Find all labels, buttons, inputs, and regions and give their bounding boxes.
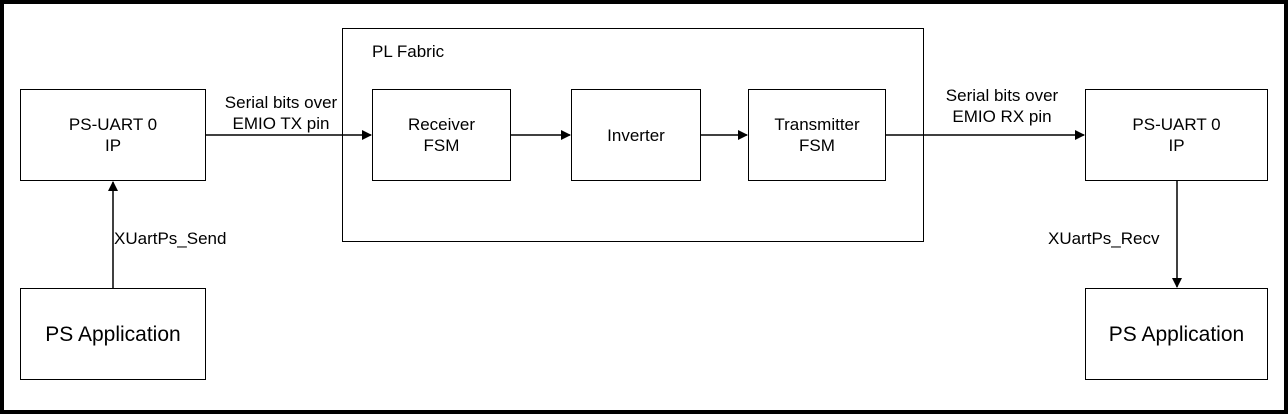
- left-ps-application-label: PS Application: [45, 322, 181, 346]
- transmitter-fsm-block: Transmitter FSM: [748, 89, 886, 181]
- tx-label-line2: EMIO TX pin: [232, 114, 330, 133]
- rx-label-line2: EMIO RX pin: [952, 107, 1052, 126]
- left-uart-block: PS-UART 0 IP: [20, 89, 206, 181]
- left-uart-line1: PS-UART 0: [68, 115, 158, 134]
- right-ps-application-block: PS Application: [1085, 288, 1268, 380]
- transmitter-line1: Transmitter: [774, 115, 860, 134]
- pl-fabric-title: PL Fabric: [372, 42, 445, 61]
- rx-label-line1: Serial bits over: [945, 86, 1059, 105]
- receiver-fsm-block: Receiver FSM: [372, 89, 511, 181]
- recv-call-label: XUartPs_Recv: [1048, 229, 1160, 248]
- transmitter-line2: FSM: [799, 136, 835, 155]
- receiver-line2: FSM: [423, 136, 460, 155]
- right-ps-application-label: PS Application: [1108, 322, 1245, 346]
- send-call-label: XUartPs_Send: [114, 229, 227, 248]
- receiver-line1: Receiver: [407, 115, 476, 134]
- right-uart-line2: IP: [1168, 136, 1185, 155]
- left-uart-line2: IP: [104, 136, 122, 155]
- right-uart-line1: PS-UART 0: [1132, 115, 1221, 134]
- right-uart-block: PS-UART 0 IP: [1085, 89, 1268, 181]
- rx-edge-label: Serial bits over EMIO RX pin: [935, 85, 1069, 127]
- tx-edge-label: Serial bits over EMIO TX pin: [214, 92, 348, 134]
- tx-label-line1: Serial bits over: [224, 93, 338, 112]
- inverter-block: Inverter: [571, 89, 701, 181]
- inverter-label: Inverter: [607, 125, 665, 145]
- left-ps-application-block: PS Application: [20, 288, 206, 380]
